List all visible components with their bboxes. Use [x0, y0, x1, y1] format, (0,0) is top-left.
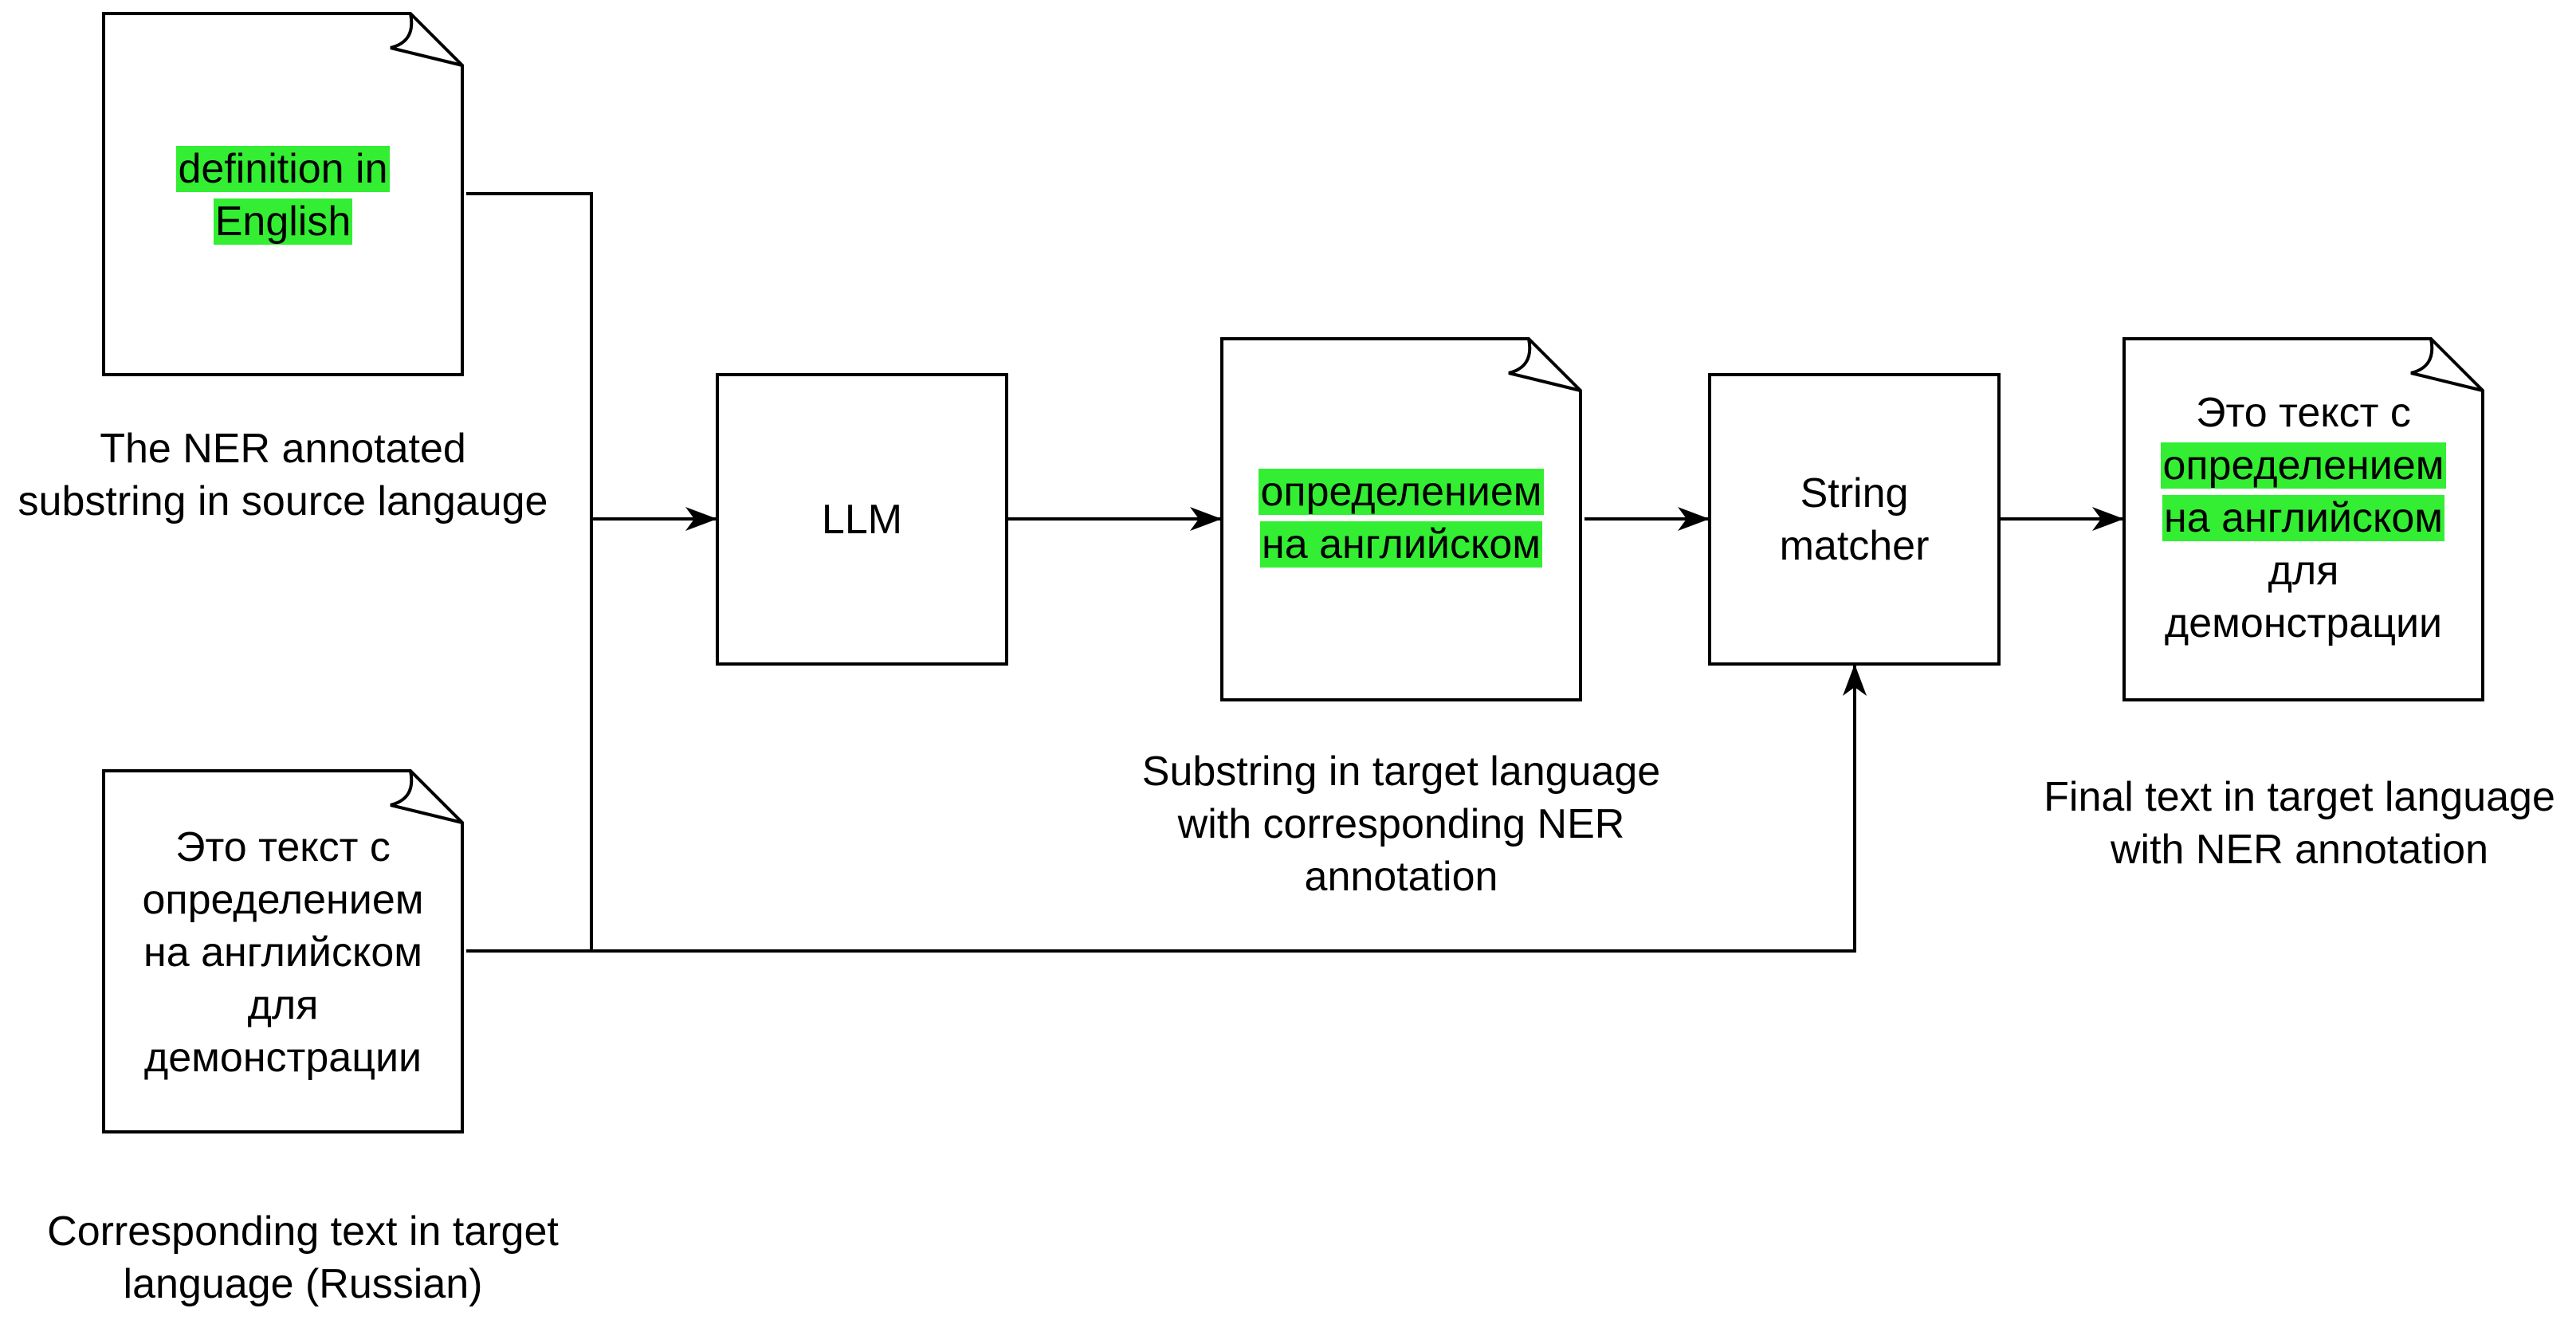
source-caption-line-1: The NER annotated — [100, 426, 466, 472]
source-caption-line-2: substring in source langauge — [18, 478, 548, 524]
target-document-caption: Corresponding text in target language (R… — [0, 1205, 606, 1310]
source-text-line-1: definition in — [176, 146, 390, 192]
final-document-caption: Final text in target language with NER a… — [2024, 771, 2574, 876]
source-text-line-2: English — [213, 198, 353, 245]
substring-caption-line-2: with corresponding NER — [1177, 801, 1625, 847]
final-document-text: Это текст с определением на английском д… — [2124, 383, 2483, 654]
final-text-line-1: Это текст с — [2196, 390, 2411, 436]
final-text-line-4: для — [2268, 548, 2339, 594]
final-caption-line-1: Final text in target language — [2044, 774, 2555, 820]
source-document-shape — [102, 12, 464, 376]
target-text-line-3: на английском — [143, 929, 422, 976]
arrow-target-to-matcher — [591, 664, 1867, 953]
matcher-box-shape — [1708, 373, 2001, 666]
source-document-caption: The NER annotated substring in source la… — [0, 422, 566, 528]
final-text-line-2: определением — [2161, 442, 2446, 489]
target-text-line-2: определением — [142, 877, 424, 923]
substring-document-shape — [1220, 337, 1582, 701]
target-text-line-4: для — [247, 982, 319, 1028]
matcher-label-line-1: String — [1800, 469, 1909, 517]
string-matcher-box: String matcher — [1710, 375, 1999, 664]
substring-caption-line-3: annotation — [1304, 854, 1498, 900]
llm-label: LLM — [821, 496, 903, 543]
substring-text-line-2: на английском — [1260, 521, 1542, 568]
connector-source-to-junction — [466, 192, 593, 951]
target-caption-line-2: language (Russian) — [123, 1261, 483, 1307]
final-text-line-5: демонстрации — [2164, 600, 2443, 646]
source-document-text: definition in English — [104, 80, 462, 311]
target-document-text: Это текст с определением на английском д… — [104, 821, 462, 1084]
target-caption-line-1: Corresponding text in target — [47, 1208, 559, 1255]
substring-text-line-1: определением — [1259, 469, 1544, 515]
llm-box: LLM — [717, 375, 1007, 664]
target-document-shape — [102, 769, 464, 1133]
final-text-line-3: на английском — [2162, 495, 2444, 541]
substring-document-text: определением на английском — [1222, 399, 1581, 638]
llm-box-shape — [716, 373, 1008, 666]
target-text-line-5: демонстрации — [143, 1035, 422, 1081]
matcher-label-line-2: matcher — [1779, 522, 1930, 569]
substring-document-caption: Substring in target language with corres… — [1082, 745, 1720, 903]
final-caption-line-2: with NER annotation — [2110, 827, 2489, 873]
target-text-line-1: Это текст с — [175, 824, 391, 870]
substring-caption-line-1: Substring in target language — [1141, 748, 1661, 795]
